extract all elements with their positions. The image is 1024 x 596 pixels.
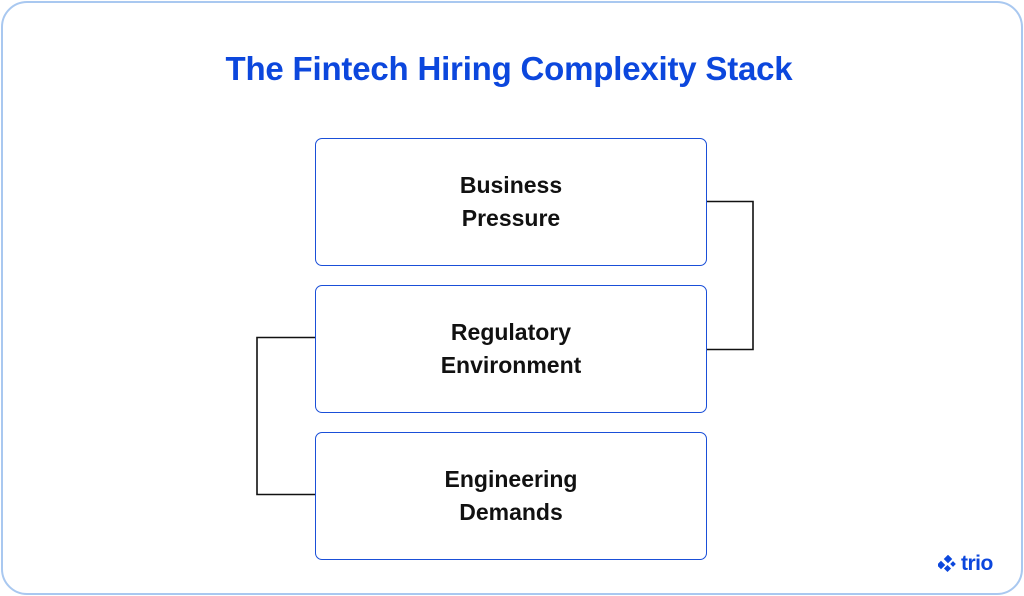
layer-label: Engineering Demands <box>444 466 578 525</box>
layer-label: Business Pressure <box>459 172 563 231</box>
layer-engineering-demands: Engineering Demands <box>315 432 707 560</box>
logo-text: trio <box>961 552 993 575</box>
trio-logo: trio <box>938 553 993 574</box>
diagram-title: The Fintech Hiring Complexity Stack <box>225 50 793 87</box>
layer-business-pressure: Business Pressure <box>315 138 707 266</box>
layer-label: Regulatory Environment <box>440 319 582 378</box>
trio-logo-icon <box>938 554 956 572</box>
layer-regulatory-environment: Regulatory Environment <box>315 285 707 413</box>
